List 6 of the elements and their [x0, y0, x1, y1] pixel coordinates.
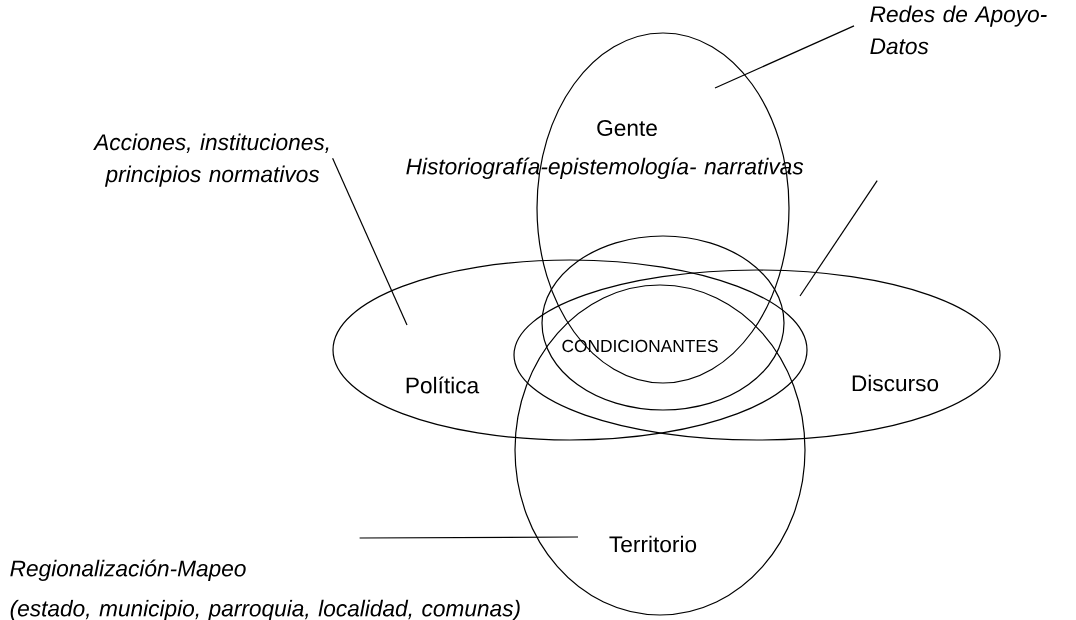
leader-line [714, 25, 855, 89]
annotation-text: Redes de Apoyo-Datos [870, 5, 1047, 55]
leader-line [359, 536, 579, 539]
annotation-text: Acciones, instituciones, principios normativos [93, 133, 329, 187]
leader-line [799, 180, 878, 297]
leader-line [332, 157, 408, 326]
